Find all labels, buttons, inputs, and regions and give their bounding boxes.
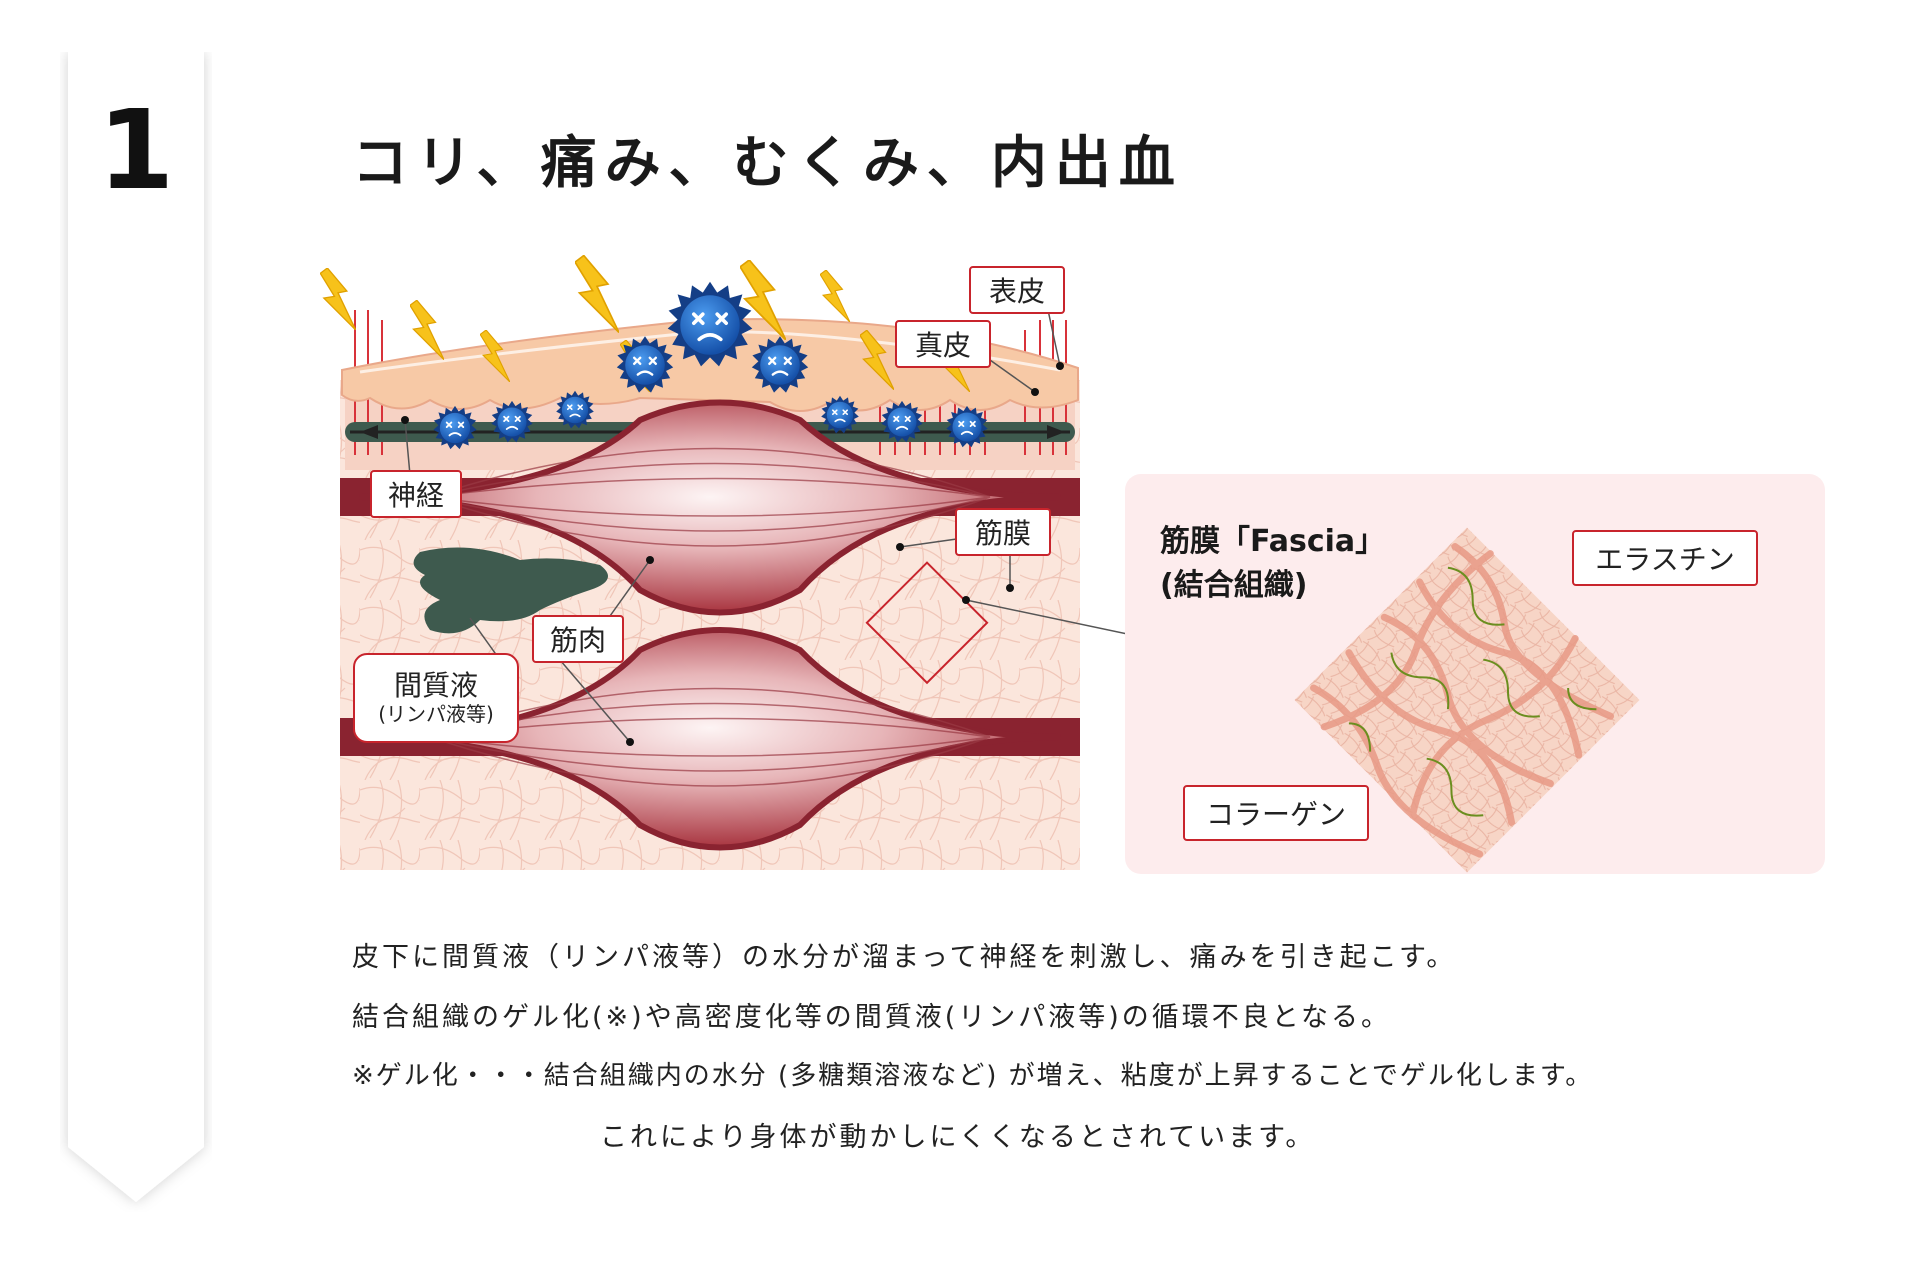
label-interstitial-fluid: 間質液 (リンパ液等) xyxy=(353,653,519,743)
description-line-1: 皮下に間質液（リンパ液等）の水分が溜まって神経を刺激し、痛みを引き起こす。 xyxy=(352,942,1457,973)
page-title: コリ、痛み、むくみ、内出血 xyxy=(352,131,1183,196)
label-elastin: エラスチン xyxy=(1572,530,1758,586)
label-fascia: 筋膜 xyxy=(955,508,1051,556)
label-collagen: コラーゲン xyxy=(1183,785,1369,841)
step-number: 1 xyxy=(97,86,175,214)
description-line-3: ※ゲル化・・・結合組織内の水分 (多糖類溶液など) が増え、粘度が上昇することで… xyxy=(352,1061,1594,1091)
description-line-4: これにより身体が動かしにくくなるとされています。 xyxy=(600,1122,1316,1153)
fascia-panel-title: 筋膜「Fascia」 (結合組織) xyxy=(1160,520,1385,607)
label-dermis: 真皮 xyxy=(895,320,991,368)
label-epidermis: 表皮 xyxy=(969,266,1065,314)
description-line-2: 結合組織のゲル化(※)や高密度化等の間質液(リンパ液等)の循環不良となる。 xyxy=(352,1002,1391,1033)
step-ribbon xyxy=(68,52,204,1202)
label-interstitial-sub: (リンパ液等) xyxy=(378,701,494,726)
label-interstitial-main: 間質液 xyxy=(393,669,478,703)
label-nerve: 神経 xyxy=(370,470,462,518)
fascia-title-line1: 筋膜「Fascia」 xyxy=(1160,524,1386,559)
fascia-title-line2: (結合組織) xyxy=(1160,567,1308,603)
label-muscle: 筋肉 xyxy=(532,615,624,663)
